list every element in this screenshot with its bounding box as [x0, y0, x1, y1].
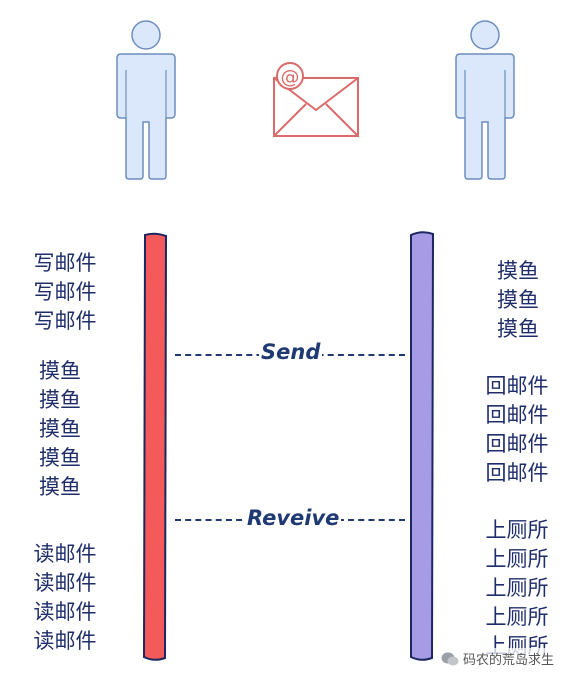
right-timeline-bar [410, 231, 435, 661]
list-item: 读邮件 [33, 542, 97, 566]
send-label: Send [259, 340, 323, 364]
list-item: 摸鱼 [39, 417, 81, 441]
left-timeline-bar [142, 232, 168, 661]
list-item: 回邮件 [485, 374, 549, 398]
list-item: 摸鱼 [497, 259, 539, 283]
list-item: 摸鱼 [497, 317, 539, 341]
list-item: 上厕所 [485, 605, 549, 629]
list-item: 回邮件 [485, 403, 549, 427]
list-item: 摸鱼 [39, 359, 81, 383]
email-envelope-icon: @ [273, 62, 359, 137]
right-person-icon [455, 20, 515, 180]
svg-text:@: @ [281, 66, 300, 88]
right-group-restroom: 上厕所 上厕所 上厕所 上厕所 上厕所 [474, 516, 560, 661]
list-item: 回邮件 [485, 432, 549, 456]
left-group-read-email: 读邮件 读邮件 读邮件 读邮件 [22, 540, 108, 656]
right-group-slack-off: 摸鱼 摸鱼 摸鱼 [480, 257, 556, 344]
list-item: 上厕所 [485, 518, 549, 542]
list-item: 写邮件 [33, 309, 97, 333]
list-item: 写邮件 [33, 251, 97, 275]
right-group-reply-email: 回邮件 回邮件 回邮件 回邮件 [474, 372, 560, 488]
list-item: 读邮件 [33, 571, 97, 595]
list-item: 摸鱼 [39, 446, 81, 470]
wechat-icon [441, 652, 459, 665]
left-person-icon [116, 20, 176, 180]
list-item: 写邮件 [33, 280, 97, 304]
list-item: 摸鱼 [497, 288, 539, 312]
receive-label: Reveive [245, 506, 342, 530]
watermark: 码农的荒岛求生 [438, 648, 558, 669]
list-item: 回邮件 [485, 461, 549, 485]
list-item: 读邮件 [33, 629, 97, 653]
list-item: 读邮件 [33, 600, 97, 624]
list-item: 摸鱼 [39, 388, 81, 412]
watermark-text: 码农的荒岛求生 [463, 653, 555, 668]
list-item: 上厕所 [485, 576, 549, 600]
list-item: 上厕所 [485, 547, 549, 571]
list-item: 摸鱼 [39, 475, 81, 499]
left-group-write-email: 写邮件 写邮件 写邮件 [22, 249, 108, 336]
left-group-slack-off: 摸鱼 摸鱼 摸鱼 摸鱼 摸鱼 [22, 357, 98, 502]
